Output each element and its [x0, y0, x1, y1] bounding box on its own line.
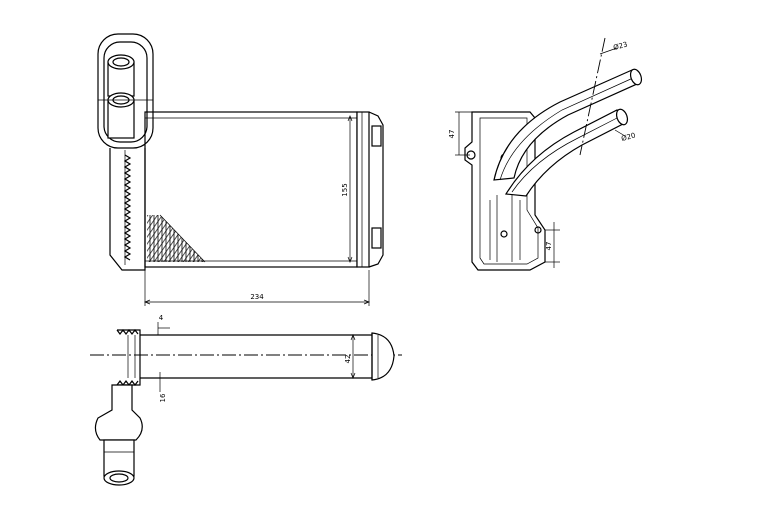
- core: [144, 111, 358, 268]
- dimension-side-bottom: 47: [545, 222, 560, 268]
- dimension-offset: 16: [152, 372, 168, 402]
- dimension-pipe-diameter-bottom: Ø20: [614, 129, 636, 143]
- dimension-pipe-diameter-top: Ø23: [599, 40, 628, 55]
- top-view: 42 4 16: [90, 314, 402, 486]
- side-view: 47 47 Ø23 Ø20: [448, 37, 643, 271]
- dimension-tank-thickness-label: 4: [159, 314, 164, 322]
- left-header: [109, 148, 146, 271]
- dimension-side-top: 47: [448, 111, 472, 156]
- dimension-width: 234: [144, 270, 370, 306]
- dimension-side-top-label: 47: [448, 130, 456, 139]
- dimension-thickness: 42: [344, 334, 356, 379]
- dimension-height-label: 155: [341, 183, 349, 196]
- dimension-pipe-diameter-bottom-label: Ø20: [620, 131, 636, 142]
- pipe-tank: [97, 33, 154, 149]
- dimension-height: 155: [341, 115, 353, 263]
- dimension-thickness-label: 42: [344, 355, 352, 364]
- right-end-tank: [356, 111, 384, 268]
- dimension-offset-label: 16: [159, 393, 167, 402]
- dimension-tank-thickness: 4: [157, 314, 170, 335]
- dimension-width-label: 234: [250, 293, 264, 301]
- dimension-pipe-diameter-top-label: Ø23: [612, 40, 628, 51]
- front-view: 155 234: [97, 33, 384, 306]
- dimension-side-bottom-label: 47: [545, 242, 553, 251]
